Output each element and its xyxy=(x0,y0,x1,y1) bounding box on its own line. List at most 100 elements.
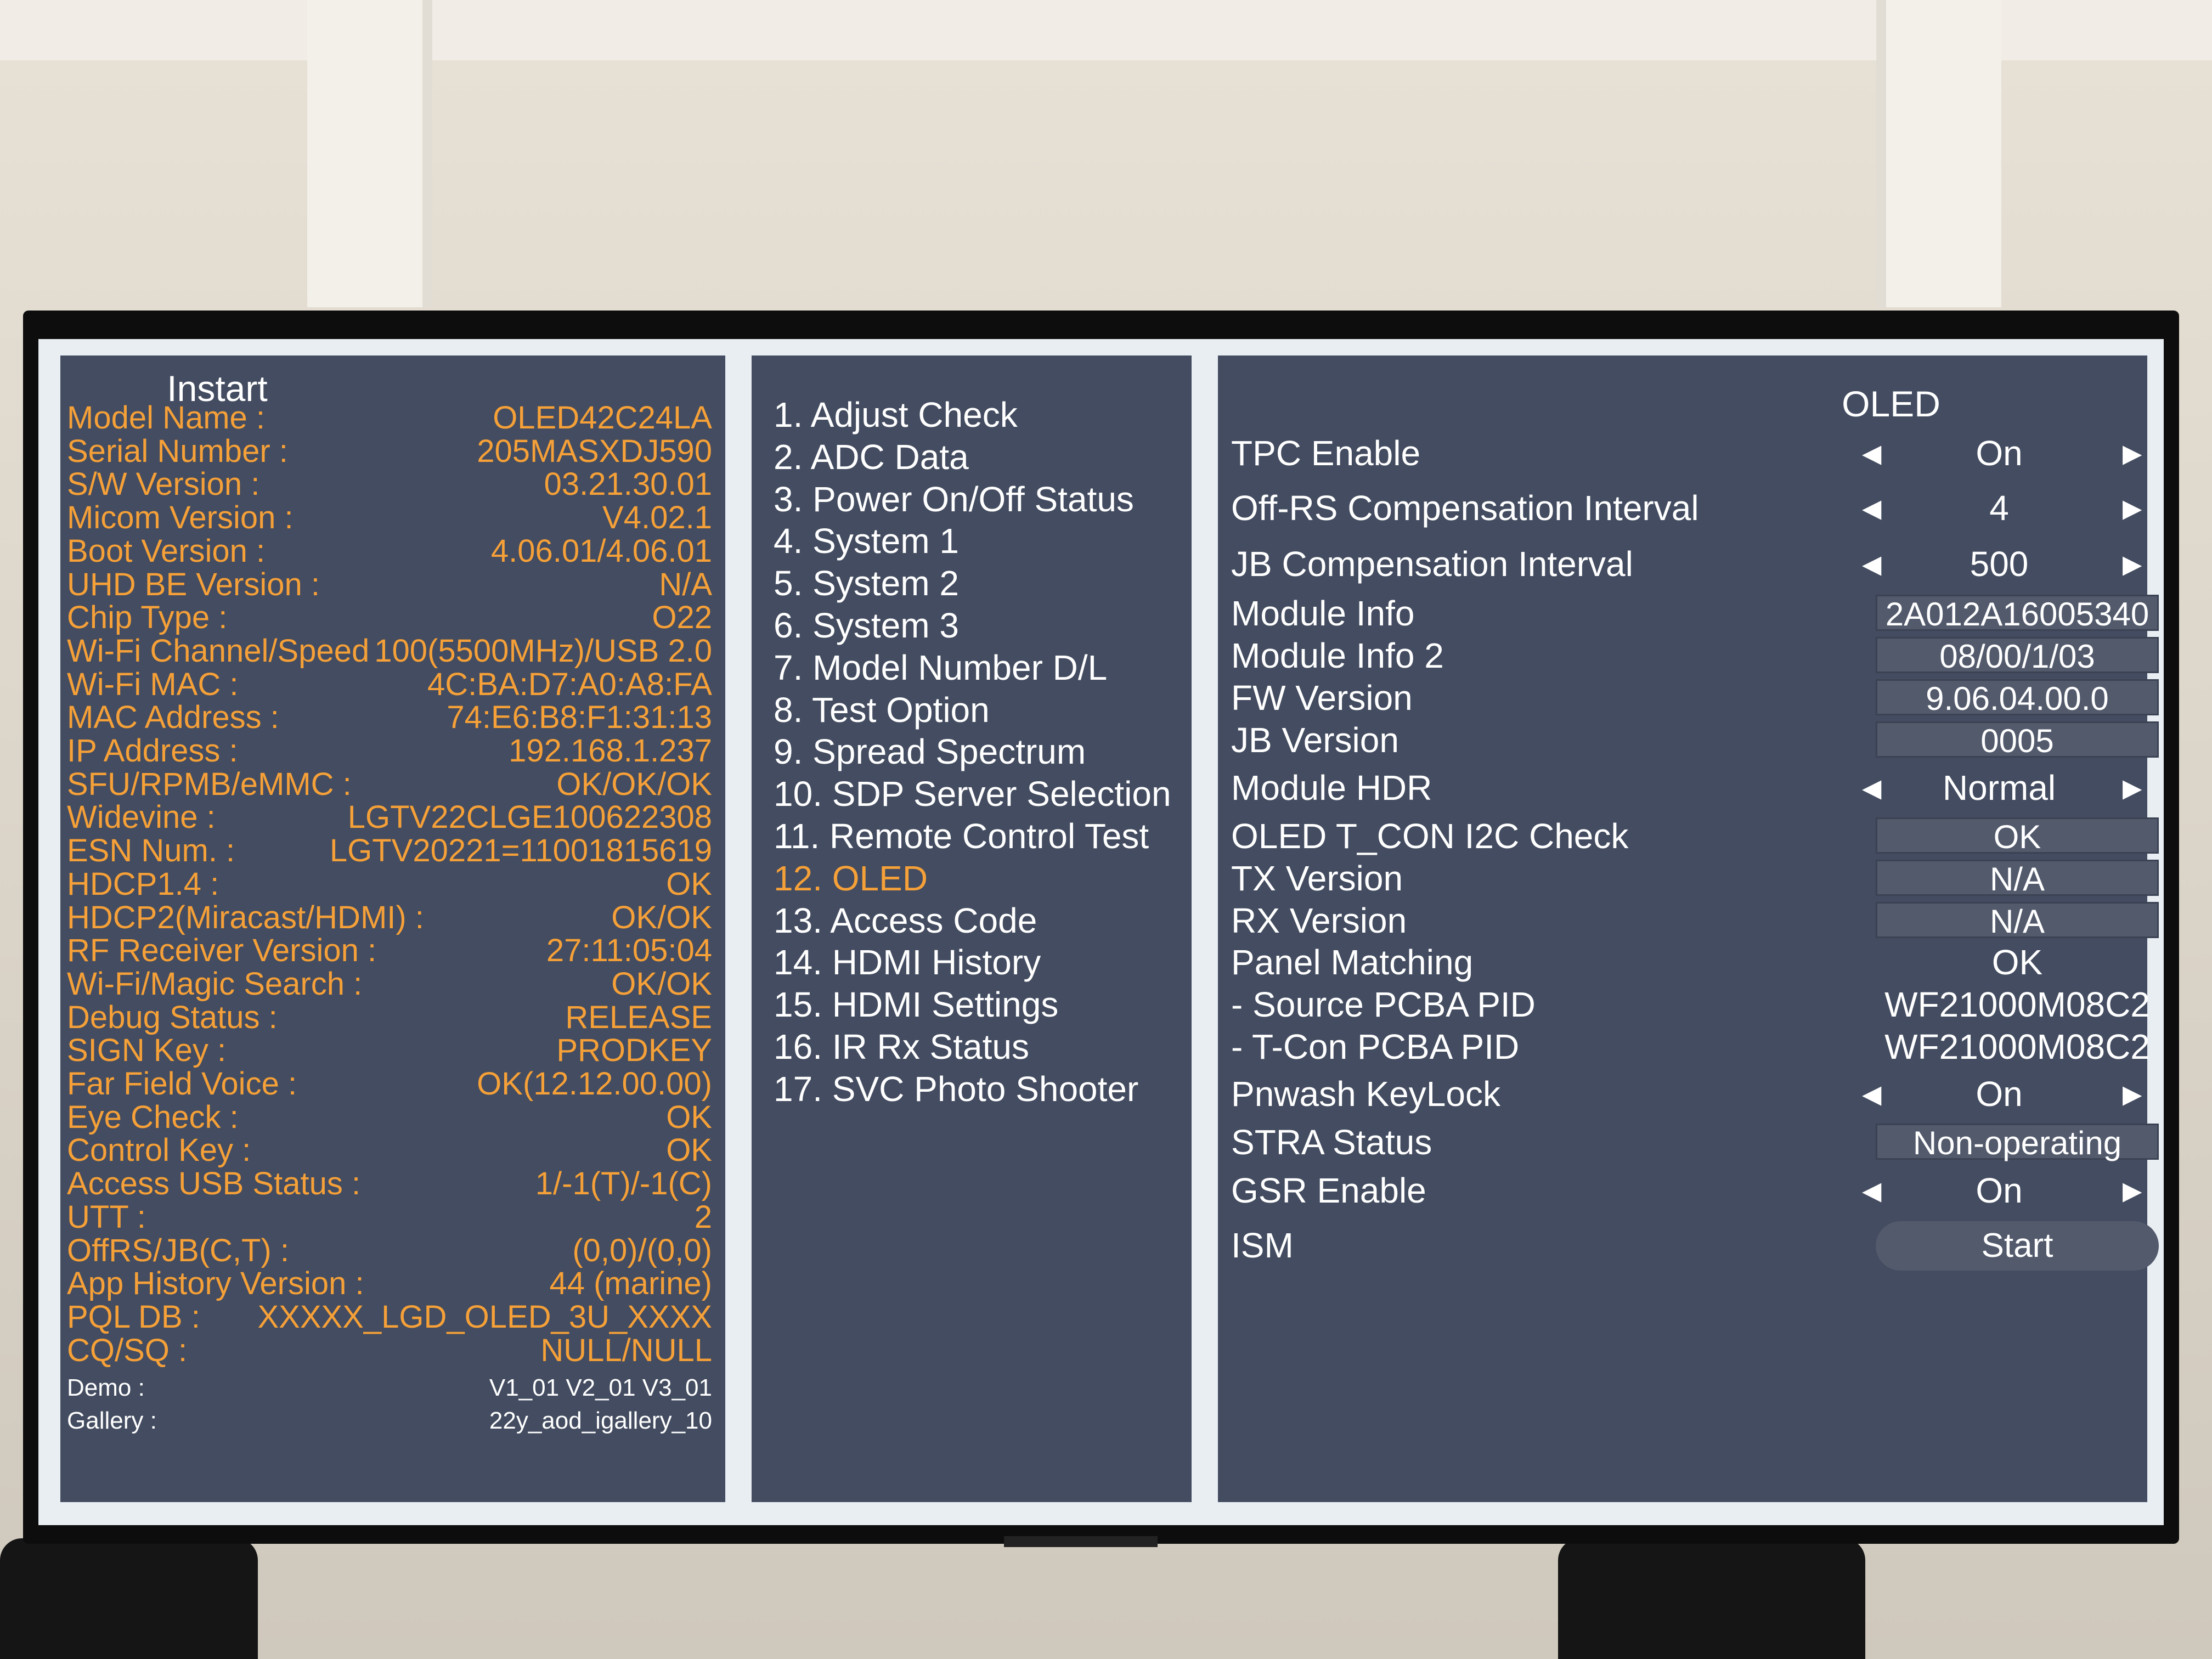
info-label: Chip Type : xyxy=(67,600,228,636)
setting-tcon-pcba-pid: - T-Con PCBA PID WF21000M08C2 xyxy=(1231,1026,2150,1068)
info-panel-title: Instart xyxy=(60,368,725,409)
info-label: Serial Number : xyxy=(67,433,288,469)
info-value: 22y_aod_igallery_10 xyxy=(489,1407,712,1435)
info-label: Wi-Fi Channel/Speed xyxy=(67,633,370,669)
menu-item[interactable]: 13. Access Code xyxy=(774,900,1037,940)
setting-jb-version: JB Version 0005 xyxy=(1231,719,2159,761)
info-value: 74:E6:B8:F1:31:13 xyxy=(447,699,712,736)
menu-item[interactable]: 14. HDMI History xyxy=(774,943,1041,983)
menu-item[interactable]: 8. Test Option xyxy=(774,690,990,730)
info-label: Widevine : xyxy=(67,799,216,836)
info-label: SFU/RPMB/eMMC : xyxy=(67,766,352,802)
setting-tpc-enable[interactable]: TPC Enable ◀ On ▶ xyxy=(1231,432,2142,474)
setting-gsr-enable[interactable]: GSR Enable ◀ On ▶ xyxy=(1231,1170,2142,1211)
arrow-right-icon[interactable]: ▶ xyxy=(2123,439,2142,467)
menu-item[interactable]: 12. OLED xyxy=(774,858,928,898)
info-row: MAC Address :74:E6:B8:F1:31:13 xyxy=(67,701,718,734)
info-label: Gallery : xyxy=(67,1407,157,1435)
info-label: Debug Status : xyxy=(67,999,278,1035)
setting-label: Panel Matching xyxy=(1231,943,1474,982)
info-value: V4.02.1 xyxy=(602,500,712,536)
info-row: Boot Version : 4.06.01/4.06.01 xyxy=(67,533,718,569)
info-row: PQL DB :XXXXX_LGD_OLED_3U_XXXX xyxy=(67,1299,718,1335)
info-label: OffRS/JB(C,T) : xyxy=(67,1232,289,1268)
setting-value-box: OK xyxy=(1876,817,2159,855)
menu-item[interactable]: 17. SVC Photo Shooter xyxy=(774,1069,1139,1109)
ism-start-button[interactable]: Start xyxy=(1876,1221,2159,1271)
menu-item[interactable]: 4. System 1 xyxy=(774,521,959,561)
setting-label: Module Info xyxy=(1231,594,1415,633)
oled-title-text: OLED xyxy=(1842,383,1940,424)
info-label: RF Receiver Version : xyxy=(67,933,377,969)
menu-item[interactable]: 9. Spread Spectrum xyxy=(774,732,1086,772)
menu-item[interactable]: 3. Power On/Off Status xyxy=(774,479,1134,519)
info-value: 2 xyxy=(694,1199,712,1235)
setting-label: RX Version xyxy=(1231,901,1407,940)
menu-item[interactable]: 11. Remote Control Test xyxy=(774,816,1149,856)
info-label: Far Field Voice : xyxy=(67,1066,297,1102)
info-row: Micom Version :V4.02.1 xyxy=(67,501,718,534)
setting-label: JB Version xyxy=(1231,720,1399,760)
menu-item[interactable]: 6. System 3 xyxy=(774,606,959,645)
menu-item[interactable]: 15. HDMI Settings xyxy=(774,985,1059,1025)
setting-value-box: N/A xyxy=(1876,860,2159,898)
setting-label: Off-RS Compensation Interval xyxy=(1231,488,1699,528)
arrow-right-icon[interactable]: ▶ xyxy=(2123,550,2142,578)
setting-label: STRA Status xyxy=(1231,1122,1432,1162)
arrow-left-icon[interactable]: ◀ xyxy=(1862,550,1882,578)
info-label: HDCP1.4 : xyxy=(67,866,219,902)
arrow-left-icon[interactable]: ◀ xyxy=(1862,1080,1882,1108)
arrow-right-icon[interactable]: ▶ xyxy=(2123,774,2142,802)
setting-value: Normal xyxy=(1942,768,2056,808)
info-value: (0,0)/(0,0) xyxy=(572,1232,712,1268)
setting-value: OK xyxy=(1991,943,2043,982)
info-row: Far Field Voice :OK(12.12.00.00) xyxy=(67,1068,718,1101)
info-value: 192.168.1.237 xyxy=(509,733,712,769)
arrow-left-icon[interactable]: ◀ xyxy=(1862,1176,1882,1205)
arrow-left-icon[interactable]: ◀ xyxy=(1862,774,1882,802)
info-row: OffRS/JB(C,T) : (0,0)/(0,0) xyxy=(67,1234,718,1267)
setting-value-box: 0005 xyxy=(1876,721,2159,759)
oled-panel-title: OLED xyxy=(1218,383,2147,425)
menu-item[interactable]: 1. Adjust Check xyxy=(774,395,1018,435)
setting-label: JB Compensation Interval xyxy=(1231,544,1633,584)
arrow-right-icon[interactable]: ▶ xyxy=(2123,494,2142,522)
info-row: SIGN Key :PRODKEY xyxy=(67,1034,718,1067)
arrow-right-icon[interactable]: ▶ xyxy=(2123,1080,2142,1108)
info-row: Eye Check :OK xyxy=(67,1101,718,1134)
menu-item[interactable]: 2. ADC Data xyxy=(774,437,969,477)
setting-tx-version: TX Version N/A xyxy=(1231,857,2159,899)
setting-module-info-2: Module Info 2 08/00/1/03 xyxy=(1231,635,2159,676)
setting-label: Pnwash KeyLock xyxy=(1231,1074,1500,1114)
shelf-bracket-left xyxy=(307,0,432,307)
arrow-left-icon[interactable]: ◀ xyxy=(1862,439,1882,467)
info-row: App History Version :44 (marine) xyxy=(67,1267,718,1300)
menu-item[interactable]: 10. SDP Server Selection xyxy=(774,774,1171,814)
arrow-left-icon[interactable]: ◀ xyxy=(1862,494,1882,522)
info-value: 4C:BA:D7:A0:A8:FA xyxy=(427,666,712,702)
menu-item[interactable]: 5. System 2 xyxy=(774,563,959,603)
info-label: Wi-Fi MAC : xyxy=(67,666,239,702)
info-value: 44 (marine) xyxy=(549,1266,712,1302)
info-label: Control Key : xyxy=(67,1132,251,1169)
setting-label: ISM xyxy=(1231,1226,1294,1265)
setting-jb-interval[interactable]: JB Compensation Interval ◀ 500 ▶ xyxy=(1231,543,2142,585)
setting-value-box: 2A012A16005340 xyxy=(1876,595,2159,633)
info-row: SFU/RPMB/eMMC :OK/OK/OK xyxy=(67,768,718,801)
setting-offrs-interval[interactable]: Off-RS Compensation Interval ◀ 4 ▶ xyxy=(1231,487,2142,529)
setting-pnwash-keylock[interactable]: Pnwash KeyLock ◀ On ▶ xyxy=(1231,1073,2142,1115)
setting-value: On xyxy=(1976,1171,2023,1210)
arrow-right-icon[interactable]: ▶ xyxy=(2123,1176,2142,1205)
menu-item[interactable]: 7. Model Number D/L xyxy=(774,647,1108,687)
info-value: 03.21.30.01 xyxy=(544,466,712,503)
menu-item[interactable]: 16. IR Rx Status xyxy=(774,1027,1029,1066)
setting-module-hdr[interactable]: Module HDR ◀ Normal ▶ xyxy=(1231,767,2142,809)
info-label: Demo : xyxy=(67,1374,145,1402)
info-row: Control Key :OK xyxy=(67,1134,718,1167)
info-value: XXXXX_LGD_OLED_3U_XXXX xyxy=(257,1299,712,1335)
info-label: Boot Version : xyxy=(67,533,266,569)
info-value: NULL/NULL xyxy=(540,1332,712,1368)
info-value: 4.06.01/4.06.01 xyxy=(490,533,712,569)
setting-i2c-check: OLED T_CON I2C Check OK xyxy=(1231,815,2159,857)
